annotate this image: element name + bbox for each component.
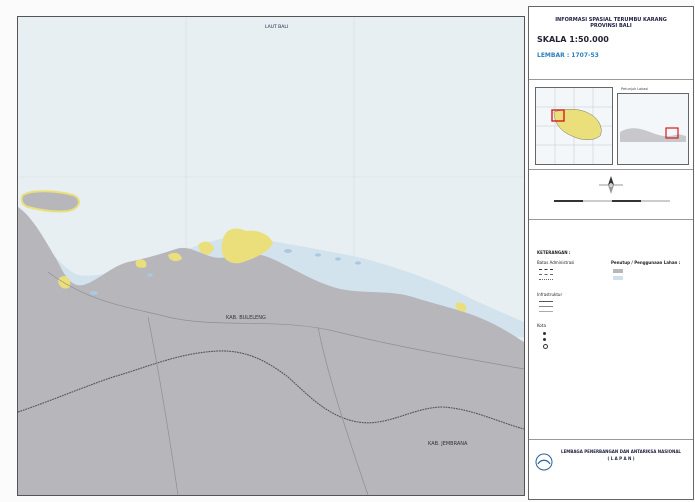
map-scale: SKALA 1:50.000 xyxy=(537,35,609,44)
bali-mainland xyxy=(18,207,524,495)
north-arrow-icon xyxy=(599,176,623,194)
main-map[interactable]: LAUT BALI KAB. BULELENG KAB. JEMBRANA xyxy=(17,16,525,496)
divider xyxy=(529,79,693,80)
sheet-number: LEMBAR : 1707-53 xyxy=(537,52,599,59)
legend-title: KETERANGAN : xyxy=(537,250,571,255)
panel-title-line2: PROVINSI BALI xyxy=(590,23,632,29)
divider xyxy=(529,439,693,440)
legend-places-heading: Kota xyxy=(537,323,546,328)
region-label-jembrana: KAB. JEMBRANA xyxy=(428,441,468,447)
location-map xyxy=(620,127,686,142)
coral-reef-areas xyxy=(58,228,467,312)
roads xyxy=(47,271,524,495)
legend-line-road3 xyxy=(539,311,553,312)
shoals xyxy=(90,249,361,295)
panel-title-line1: INFORMASI SPASIAL TERUMBU KARANG xyxy=(555,17,667,23)
index-map-inset[interactable] xyxy=(535,87,613,165)
divider xyxy=(529,219,693,220)
map-canvas[interactable]: LAUT BALI KAB. BULELENG KAB. JEMBRANA xyxy=(18,17,524,495)
agency-abbrev: ( L A P A N ) xyxy=(607,456,635,461)
divider xyxy=(529,169,693,170)
legend-transport-heading: Infrastruktur xyxy=(537,292,563,297)
legend-line-admin2 xyxy=(539,274,553,275)
inset-title: Petunjuk Lokasi xyxy=(621,87,649,91)
agency-name: LEMBAGA PENERBANGAN DAN ANTARIKSA NASION… xyxy=(561,449,681,454)
legend-dot-city3 xyxy=(543,344,548,349)
legend-dot-city2 xyxy=(543,338,546,341)
legend-line-admin3 xyxy=(539,279,553,280)
location-map-inset[interactable] xyxy=(617,93,689,165)
legend-admin-heading: Batas Administrasi xyxy=(537,260,575,265)
sea-label: LAUT BALI xyxy=(265,24,288,30)
lapan-logo-icon xyxy=(535,453,553,471)
map-info-panel: INFORMASI SPASIAL TERUMBU KARANG PROVINS… xyxy=(528,6,694,500)
legend-swatch-land xyxy=(613,269,623,273)
legend-landcover-heading: Penutup / Penggunaan Lahan : xyxy=(611,260,681,265)
islet xyxy=(20,190,80,213)
index-map xyxy=(536,88,612,164)
legend-dot-city1 xyxy=(543,332,546,335)
scale-bar xyxy=(554,200,670,202)
selected-sheet-marker xyxy=(551,109,565,122)
region-label-buleleng: KAB. BULELENG xyxy=(226,315,266,321)
legend-line-road2 xyxy=(539,306,553,307)
location-marker xyxy=(665,127,679,139)
legend-line-admin1 xyxy=(539,269,553,270)
legend-line-road1 xyxy=(539,301,553,302)
legend-swatch-water xyxy=(613,276,623,280)
district-boundary xyxy=(18,350,524,430)
